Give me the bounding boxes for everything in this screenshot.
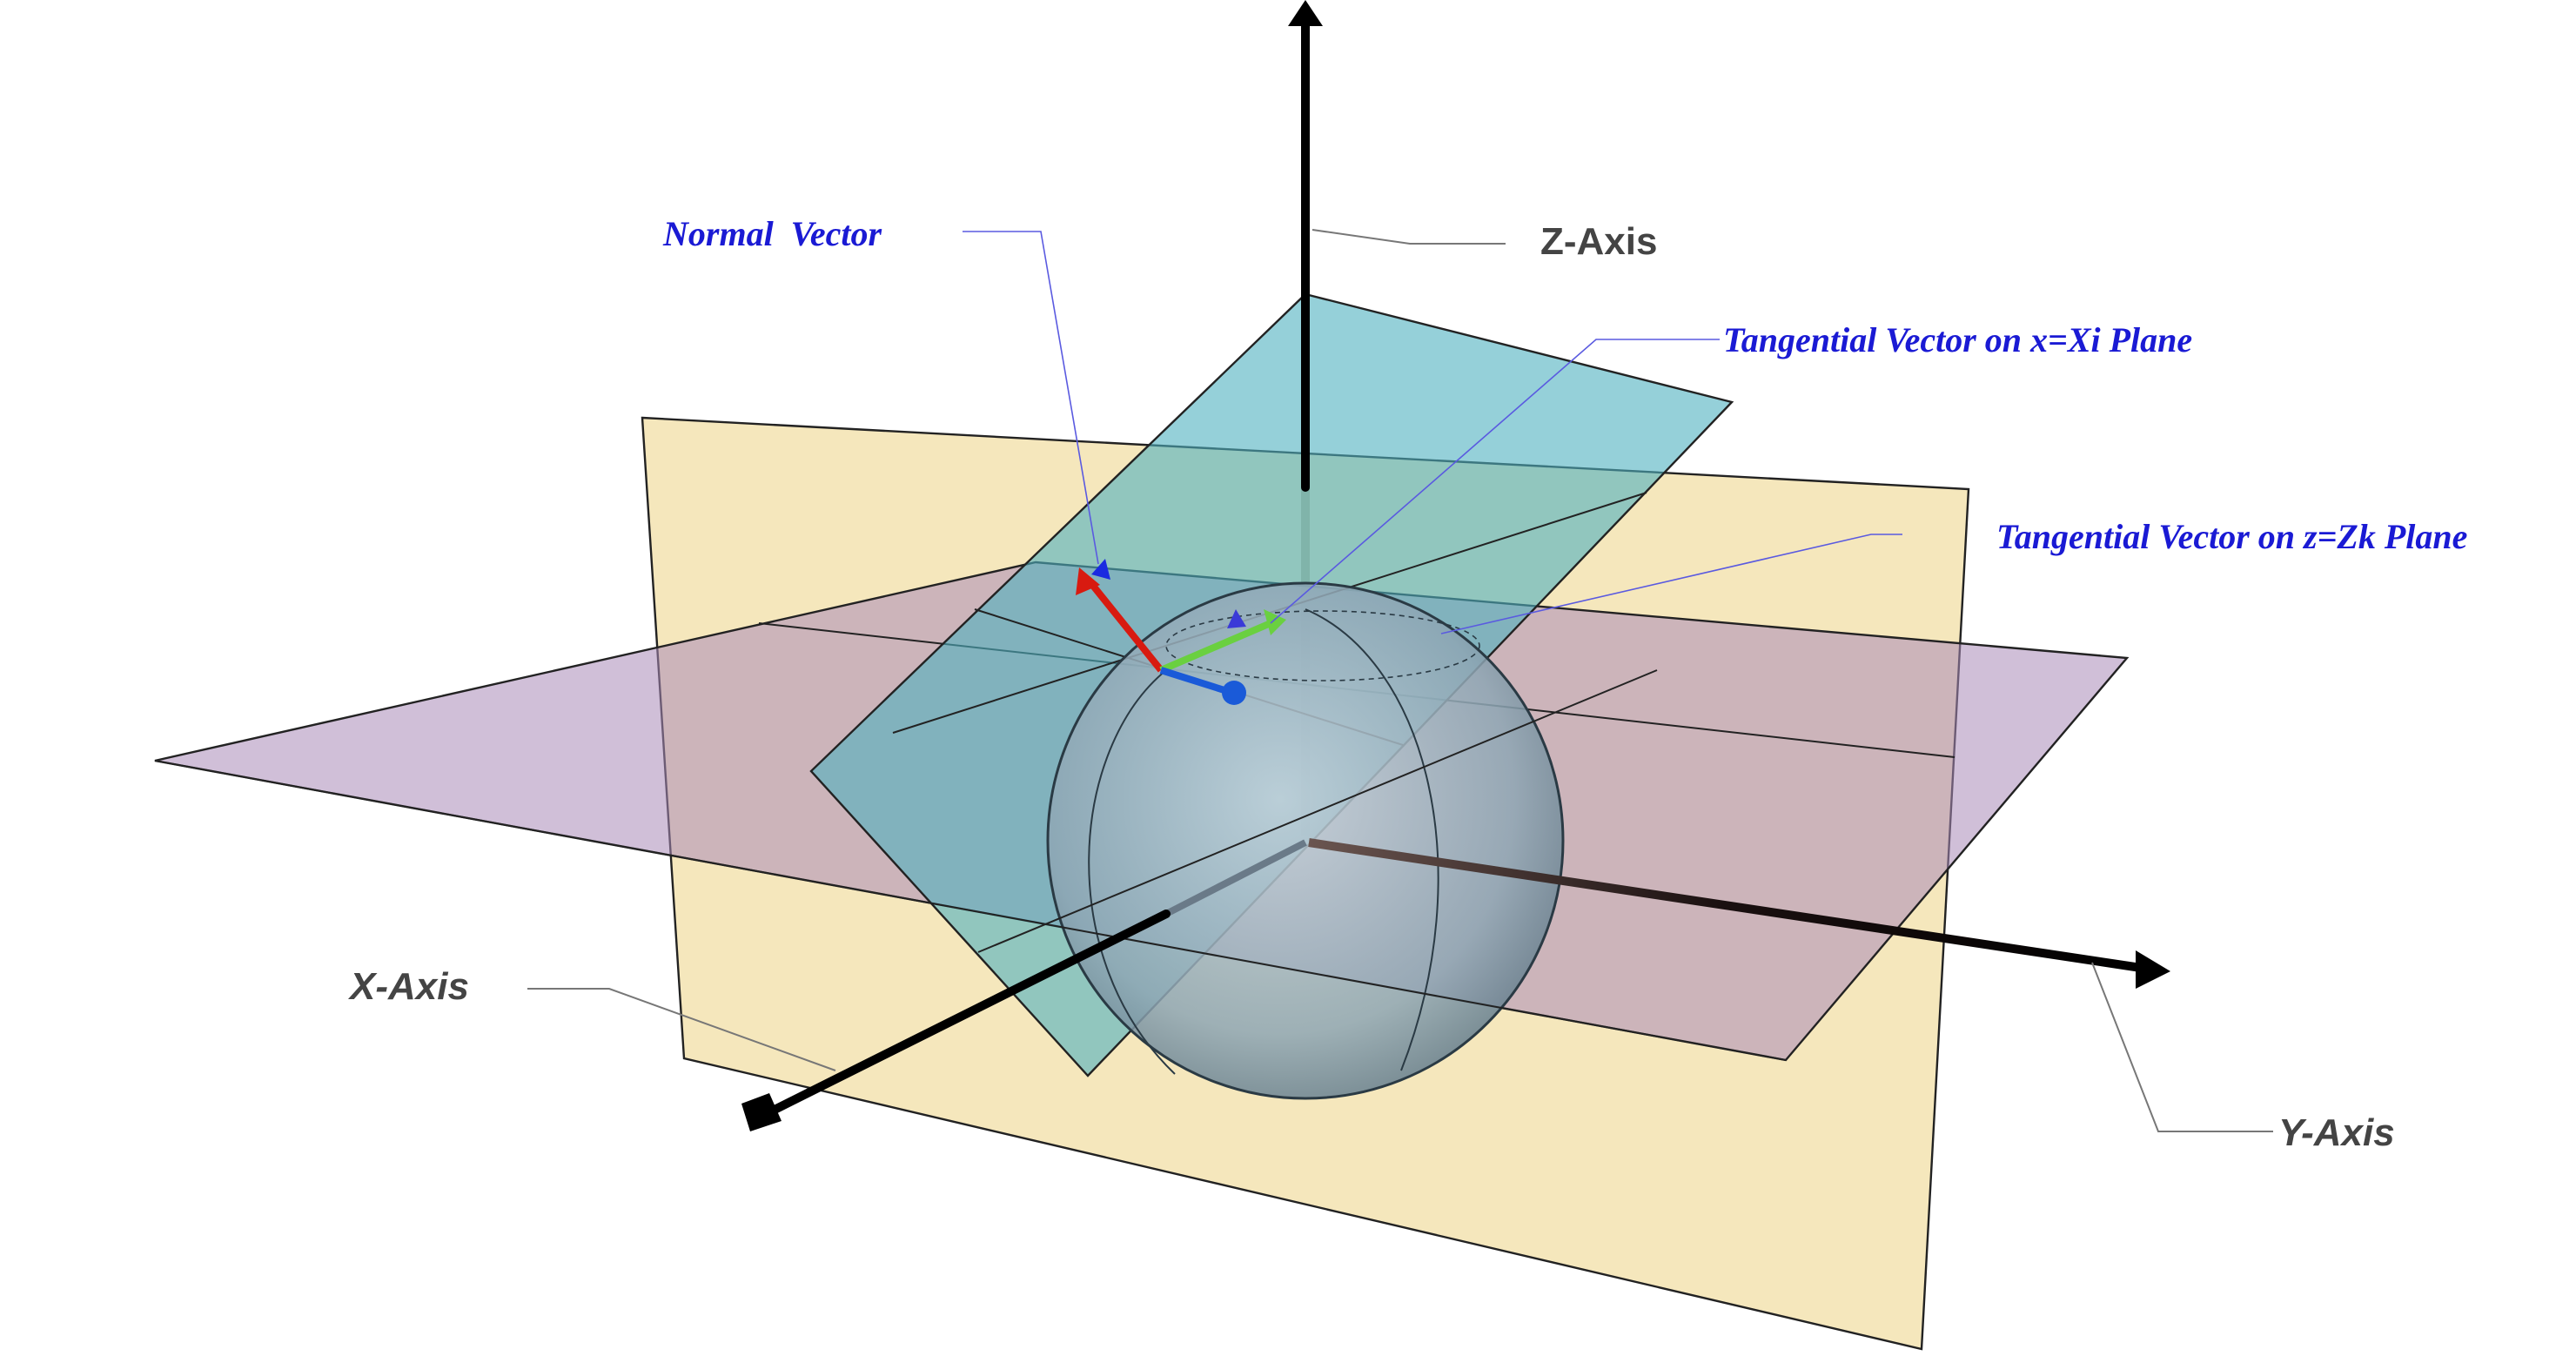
normal-vector-blue-cap xyxy=(1091,559,1110,580)
tangent-vector-marker xyxy=(1227,609,1246,628)
sphere-meridian-curve-2 xyxy=(1305,608,1439,1071)
x-axis-inner xyxy=(1164,839,1307,917)
x-axis-leader xyxy=(527,988,836,1071)
normal-vector-label: Normal Vector xyxy=(662,214,882,253)
horizontal-plane-front-edge xyxy=(154,760,1787,1061)
tangent-x-plane-label: Tangential Vector on x=Xi Plane xyxy=(1723,320,2192,359)
tangent-vector-x-plane xyxy=(1159,609,1286,674)
tangent-x-leader xyxy=(1270,339,1720,624)
sphere-latitude-circle xyxy=(1165,610,1480,681)
z-axis-leader xyxy=(1311,229,1506,245)
normal-vector-leader xyxy=(963,231,1099,565)
tangent-z-plane-label: Tangential Vector on z=Zk Plane xyxy=(1996,517,2467,556)
y-axis-arrowhead xyxy=(2136,950,2170,989)
x-axis-label: X-Axis xyxy=(347,965,469,1008)
x-axis-arrowhead xyxy=(741,1093,782,1131)
x-axis xyxy=(761,910,1171,1118)
sphere-meridian-curve xyxy=(1088,669,1176,1075)
y-axis xyxy=(1308,838,2142,972)
y-axis-label: Y-Axis xyxy=(2278,1111,2395,1154)
normal-vector xyxy=(1076,567,1164,673)
through-sphere-line xyxy=(977,669,1658,953)
sphere xyxy=(1046,581,1565,1100)
tangent-z-leader xyxy=(1440,534,1902,634)
y-axis-leader xyxy=(2091,962,2273,1132)
tangent-vector-z-plane xyxy=(1159,667,1246,705)
z-axis-label: Z-Axis xyxy=(1540,220,1657,263)
z-axis-arrowhead xyxy=(1288,0,1323,26)
tangent-plane-frame xyxy=(809,292,1734,1077)
